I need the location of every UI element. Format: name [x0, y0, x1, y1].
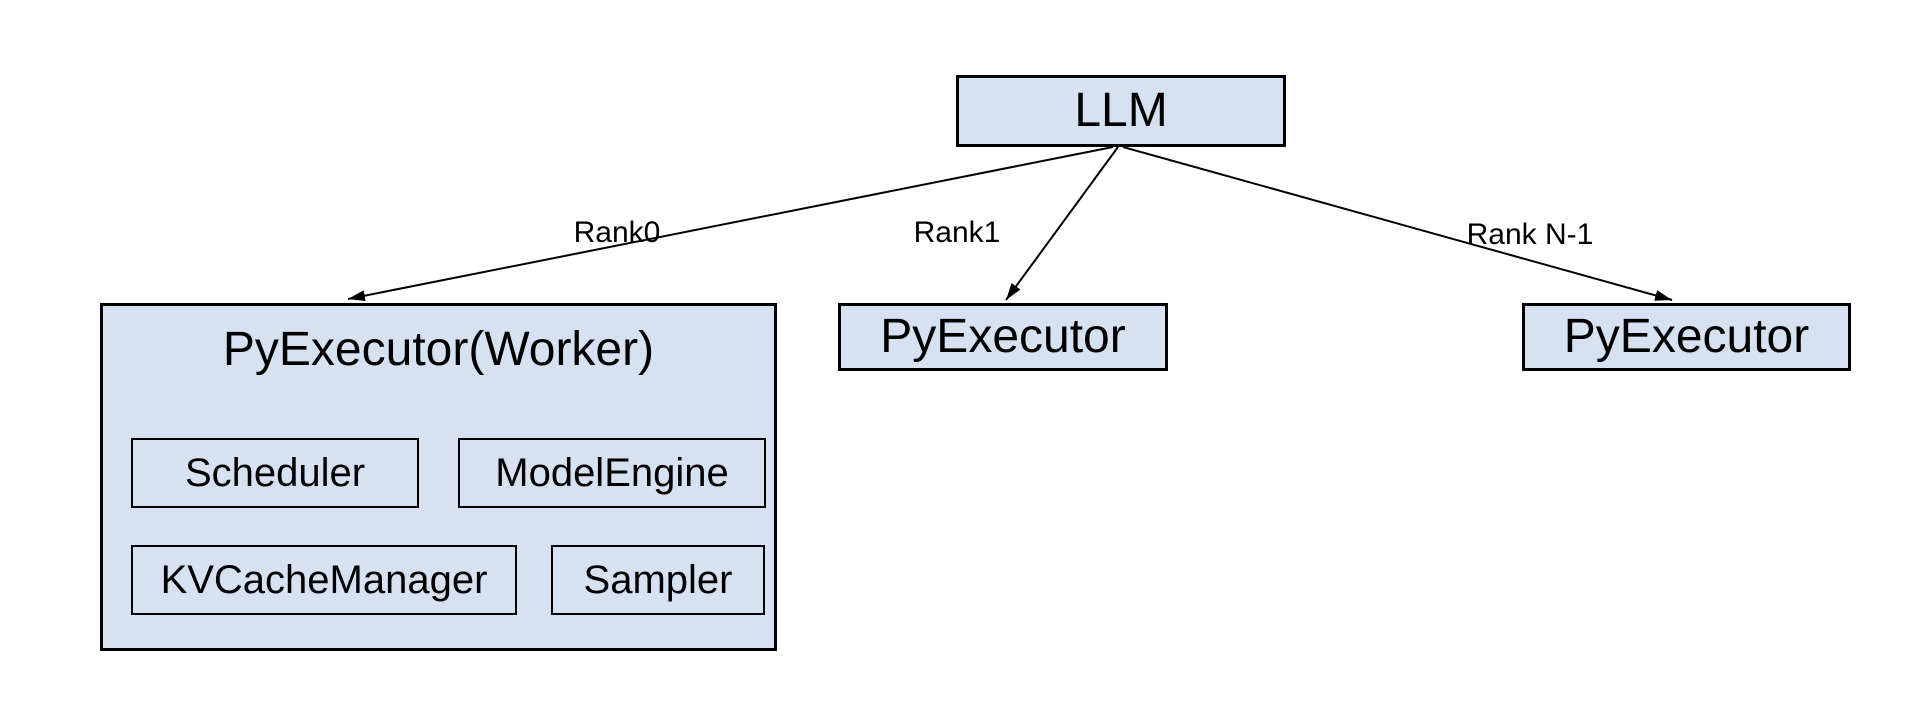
component-box-sampler: Sampler: [551, 545, 765, 615]
edge-rank1-line: [1005, 146, 1119, 301]
edge-label-rank-n-1: Rank N-1: [1466, 218, 1594, 251]
worker-title: PyExecutor(Worker): [222, 323, 655, 376]
pyexecutor-box-rank-n-1: PyExecutor: [1522, 303, 1851, 371]
pyexecutor-label-rank-n-1: PyExecutor: [1563, 310, 1810, 363]
pyexecutor-box-rank1: PyExecutor: [838, 303, 1168, 371]
component-box-kvcachemanager: KVCacheManager: [131, 545, 517, 615]
pyexecutor-label-rank1: PyExecutor: [880, 310, 1126, 363]
component-label-modelengine: ModelEngine: [495, 450, 729, 495]
edge-rank0-line: [347, 146, 1114, 302]
edge-label-rank1: Rank1: [913, 216, 1001, 249]
llm-label: LLM: [1074, 84, 1168, 137]
component-box-modelengine: ModelEngine: [458, 438, 766, 508]
edge-rank-n-1-line: [1122, 146, 1673, 301]
component-box-scheduler: Scheduler: [131, 438, 419, 508]
component-label-sampler: Sampler: [583, 557, 733, 602]
llm-box: LLM: [956, 75, 1286, 147]
component-label-kvcachemanager: KVCacheManager: [160, 557, 488, 602]
worker-box-rank0: PyExecutor(Worker) Scheduler ModelEngine…: [100, 303, 777, 651]
component-label-scheduler: Scheduler: [184, 450, 366, 495]
edge-label-rank0: Rank0: [573, 216, 661, 249]
